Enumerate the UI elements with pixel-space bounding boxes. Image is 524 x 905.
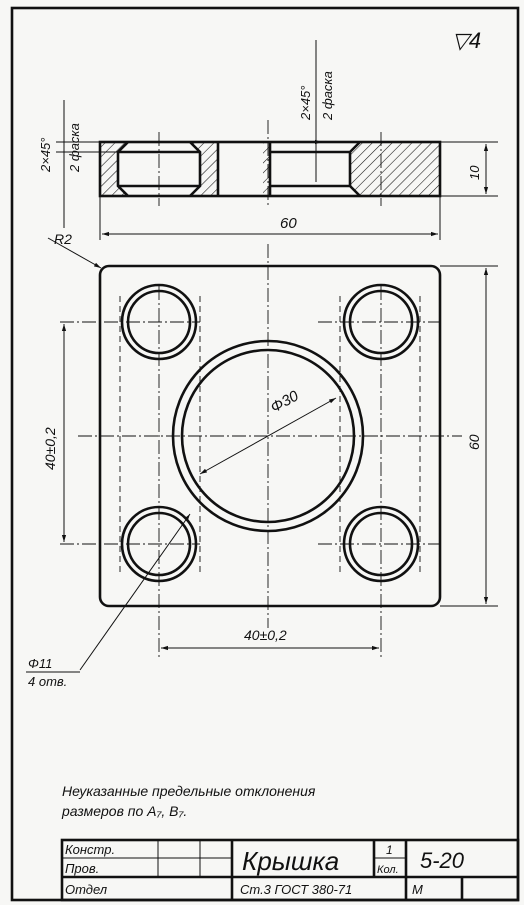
section-hatch-right	[350, 142, 440, 196]
mounting-hole-tl	[120, 283, 198, 361]
chamfer-callout-left: 2×45° 2 фаска	[38, 100, 120, 228]
part-name: Крышка	[242, 846, 339, 876]
quantity-label: Кол.	[377, 864, 399, 876]
designer-label: Констр.	[65, 842, 115, 857]
section-hatch-mid-left	[190, 142, 218, 196]
svg-text:Φ11: Φ11	[28, 656, 52, 671]
section-view	[98, 120, 442, 206]
svg-text:10: 10	[467, 165, 482, 180]
width-dimension-top: 60	[99, 196, 441, 240]
mounting-hole-tr	[342, 283, 420, 361]
svg-text:60: 60	[466, 434, 482, 450]
checker-label: Пров.	[65, 861, 99, 876]
center-bore	[171, 339, 365, 533]
corner-radius-callout: R2	[47, 231, 102, 269]
svg-text:2×45°: 2×45°	[298, 86, 313, 121]
svg-text:4 отв.: 4 отв.	[28, 674, 67, 689]
title-block: Констр. Пров. Отдел Крышка 1 Кол. 5-20 С…	[60, 838, 520, 902]
height-dimension-right: 60	[440, 265, 498, 607]
svg-text:2 фаска: 2 фаска	[320, 71, 335, 121]
svg-text:60: 60	[280, 215, 297, 232]
svg-text:2 фаска: 2 фаска	[67, 123, 82, 173]
department-label: Отдел	[65, 882, 108, 897]
roughness-symbol: ▽4	[452, 28, 481, 53]
svg-text:40±0,2: 40±0,2	[244, 627, 287, 643]
hole-spacing-vertical: 40±0,2	[42, 324, 67, 542]
section-hatch-left	[100, 142, 128, 196]
plan-view	[60, 244, 462, 660]
quantity-value: 1	[386, 843, 393, 857]
hole-spacing-horizontal: 40±0,2	[161, 627, 379, 651]
svg-text:R2: R2	[54, 231, 72, 247]
scale-letter: М	[412, 882, 423, 897]
small-hole-callout: Φ11 4 отв.	[26, 513, 191, 689]
chamfer-callout-top: 2×45° 2 фаска	[298, 40, 335, 182]
note-line-2: размеров по A₇, B₇.	[61, 803, 187, 819]
section-bore	[216, 141, 361, 197]
section-hole-left	[116, 141, 202, 197]
svg-text:2×45°: 2×45°	[38, 138, 53, 173]
svg-text:40±0,2: 40±0,2	[42, 427, 58, 470]
material-spec: Ст.3 ГОСТ 380-71	[240, 882, 352, 897]
mounting-hole-bl	[120, 505, 198, 583]
thickness-dimension: 10	[440, 141, 498, 197]
mounting-hole-br	[342, 505, 420, 583]
svg-text:Φ30: Φ30	[268, 387, 302, 416]
drawing-number: 5-20	[420, 848, 465, 873]
note-line-1: Неуказанные предельные отклонения	[62, 783, 316, 799]
